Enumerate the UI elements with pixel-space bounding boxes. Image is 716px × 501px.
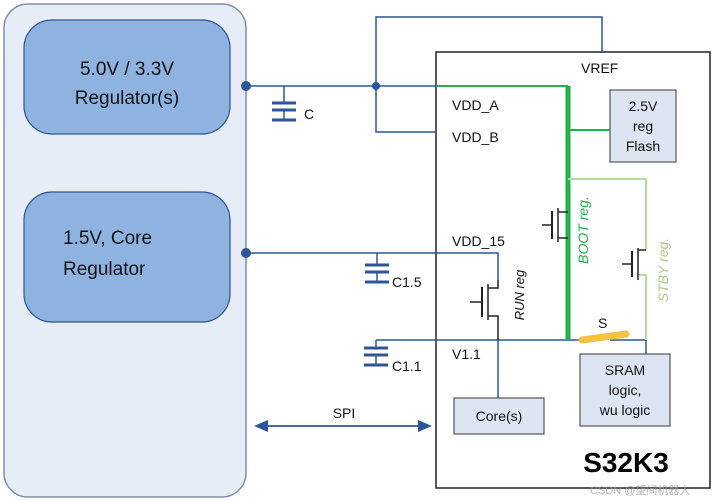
vdd-15-pin-label: VDD_15 [452, 233, 505, 249]
spi-label: SPI [333, 405, 356, 421]
core-regulator-label-line2: Regulator [63, 259, 146, 280]
run-reg-transistor-icon [470, 280, 499, 340]
sram-label-line1: SRAM [605, 362, 645, 378]
stby-path [568, 178, 647, 340]
capacitor-c15-label: C1.5 [392, 274, 422, 290]
vref-wiring [375, 16, 603, 133]
io-regulator-label-line1: 5.0V / 3.3V [80, 59, 174, 80]
vdd-15-junction-dot [241, 248, 251, 258]
capacitor-c-label: C [304, 106, 314, 122]
switch-s [578, 330, 630, 344]
capacitor-c15 [365, 253, 389, 284]
vdd-a-pin-label: VDD_A [452, 97, 499, 113]
capacitor-c11-label: C1.1 [392, 358, 422, 374]
boot-reg-label: BOOT reg. [575, 196, 591, 264]
vdd-rail-junction-dot [241, 81, 251, 91]
vref-pin-label: VREF [581, 60, 618, 76]
io-regulator-box [23, 19, 231, 135]
switch-s-label: S [598, 315, 607, 331]
sram-label-line3: wu logic [599, 402, 651, 418]
capacitor-c [272, 86, 296, 122]
flash-label-line3: Flash [626, 138, 660, 154]
flash-label-line2: reg [633, 118, 653, 134]
v11-pin-label: V1.1 [452, 346, 481, 362]
core-regulator-label-line1: 1.5V, Core [63, 228, 152, 249]
sram-block [579, 353, 671, 427]
vdd-b-pin-label: VDD_B [452, 129, 499, 145]
core-block-label: Core(s) [476, 408, 523, 424]
spi-bus-arrow [254, 420, 432, 432]
core-regulator-box [23, 191, 231, 323]
stby-reg-label: STBY reg. [655, 238, 671, 302]
io-regulator-label-line2: Regulator(s) [75, 88, 180, 109]
capacitor-c11 [364, 340, 388, 367]
vdd-15-rail [246, 252, 499, 280]
flash-label-line1: 2.5V [629, 98, 658, 114]
flash-reg-block [609, 89, 677, 163]
run-reg-label: RUN reg [512, 269, 527, 320]
sram-label-line2: logic, [609, 382, 642, 398]
stby-reg-transistor-icon [622, 248, 646, 280]
boot-reg-transistor-icon [542, 208, 568, 242]
vref-junction-dot [372, 82, 380, 90]
core-block [453, 397, 545, 435]
chip-name: S32K3 [583, 447, 669, 478]
watermark-text: CSDN @望间机器人 [590, 483, 690, 497]
